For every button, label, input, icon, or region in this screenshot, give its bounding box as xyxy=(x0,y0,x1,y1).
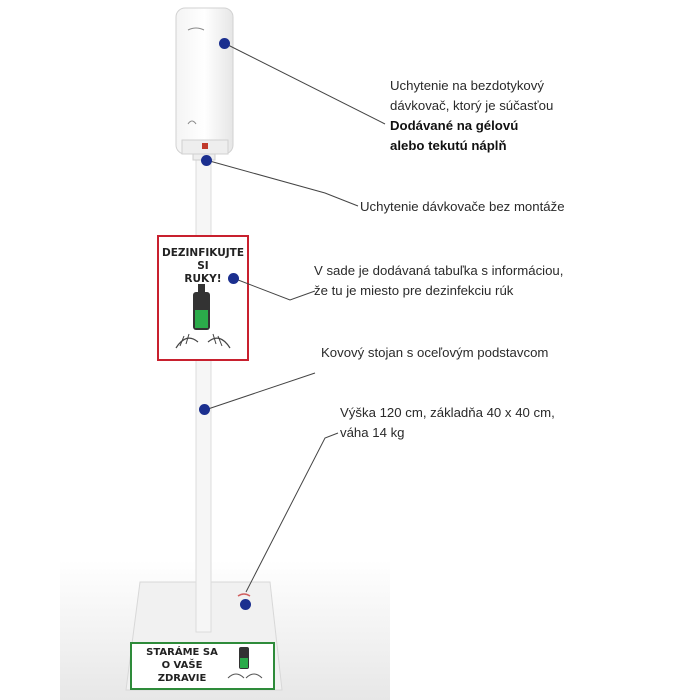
callout-dot-dispenser xyxy=(219,38,230,49)
callout-mount: Uchytenie dávkovače bez montáže xyxy=(360,199,565,214)
callout-dot-pole xyxy=(199,404,210,415)
callout-sign: V sade je dodávaná tabuľka s informáciou… xyxy=(314,263,564,298)
callout-dot-mount xyxy=(201,155,212,166)
wall-sign-title: DEZINFIKUJTE SI RUKY! xyxy=(162,247,244,285)
logo-mark xyxy=(237,593,251,597)
callout-dot-base xyxy=(240,599,251,610)
leader-lines xyxy=(204,42,386,593)
base-sign-hands-icon xyxy=(227,673,263,679)
base-sign-title: STARÁME SA O VAŠE ZDRAVIE xyxy=(146,647,218,684)
callout-dot-sign xyxy=(228,273,239,284)
dispenser-body xyxy=(175,7,234,155)
callout-dimensions: Výška 120 cm, základňa 40 x 40 cm, váha … xyxy=(340,405,555,440)
base-sign xyxy=(130,642,275,690)
stand-pole xyxy=(195,151,212,633)
callout-dispenser: Uchytenie na bezdotykový dávkovač, ktorý… xyxy=(390,78,554,153)
dispenser-sensor xyxy=(202,143,208,149)
callout-stand: Kovový stojan s oceľovým podstavcom xyxy=(321,345,549,360)
